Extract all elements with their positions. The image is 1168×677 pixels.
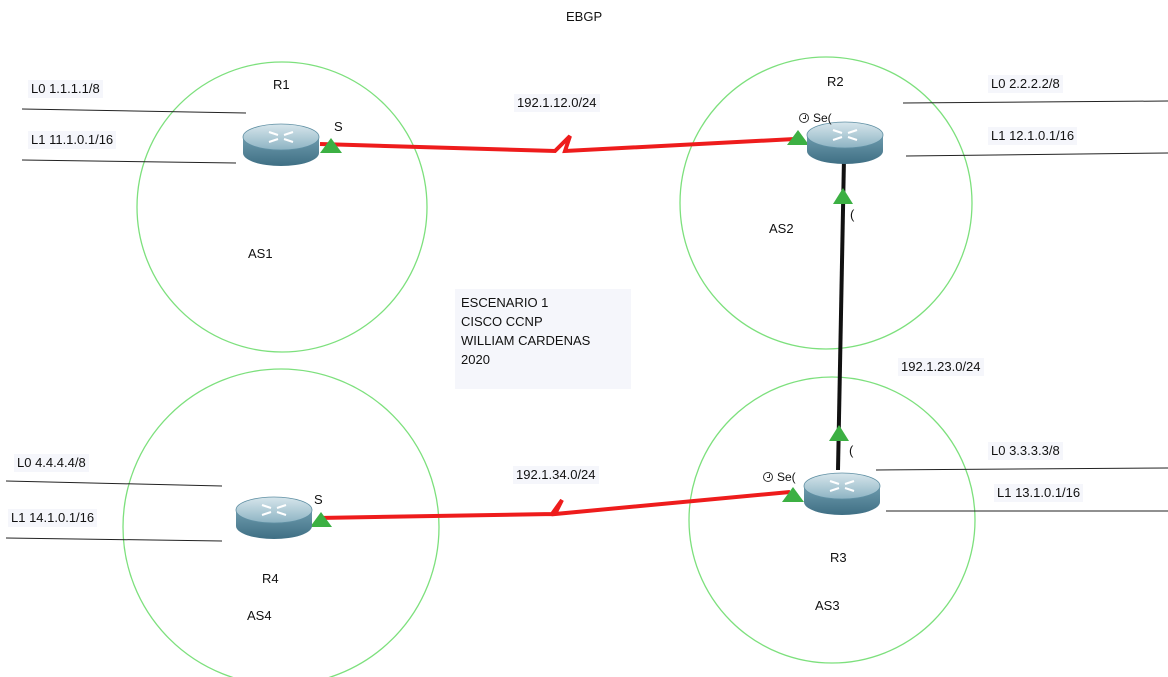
r2-name: R2 [827, 74, 844, 89]
r3-l1-label: L1 13.1.0.1/16 [994, 484, 1084, 502]
r2-l0-label: L0 2.2.2.2/8 [988, 75, 1063, 93]
r4-l0-label: L0 4.4.4.4/8 [14, 454, 89, 472]
as2-boundary [679, 56, 973, 350]
as1-boundary [136, 61, 428, 353]
link-r2-r3[interactable] [836, 157, 846, 471]
router-r3-icon[interactable] [803, 472, 881, 516]
as4-boundary [122, 368, 440, 677]
r1-l0-line [21, 108, 247, 114]
router-r4-icon[interactable] [235, 496, 313, 540]
r2-l0-line [902, 100, 1168, 104]
r3-l0-label: L0 3.3.3.3/8 [988, 442, 1063, 460]
as3-label: AS3 [815, 598, 840, 613]
r2-eth-port-label: ( [850, 207, 855, 222]
note-line-3: WILLIAM CARDENAS [461, 333, 591, 348]
note-line-2: CISCO CCNP [461, 314, 543, 329]
r1-l1-label: L1 11.1.0.1/16 [28, 131, 117, 149]
link-r2-r3-subnet: 192.1.23.0/24 [898, 358, 984, 376]
r3-name: R3 [830, 550, 847, 565]
r2-l1-line [905, 152, 1168, 157]
r1-port-up-icon [320, 138, 342, 153]
r2-serial-port-label: Se( [799, 111, 832, 125]
clock-icon [799, 113, 809, 123]
link-r1-r2[interactable] [319, 134, 796, 154]
r3-l0-line [875, 467, 1168, 471]
router-r1-icon[interactable] [242, 123, 320, 167]
r4-l1-label: L1 14.1.0.1/16 [8, 509, 98, 527]
r3-eth-port-up-icon [829, 425, 849, 441]
note-line-1: ESCENARIO 1 [461, 295, 549, 310]
r4-l0-line [5, 480, 223, 487]
r1-port-label: S [334, 119, 343, 134]
r1-l1-line [21, 159, 237, 164]
r3-serial-port-label: Se( [763, 470, 796, 484]
r4-name: R4 [262, 571, 279, 586]
note-line-4: 2020 [461, 352, 490, 367]
r3-eth-port-label: ( [849, 443, 854, 458]
r1-l0-label: L0 1.1.1.1/8 [28, 80, 103, 98]
r4-l1-line [5, 537, 223, 542]
as2-label: AS2 [769, 221, 794, 236]
link-r3-r4[interactable] [317, 490, 791, 520]
router-r2-icon[interactable] [806, 121, 884, 165]
link-r1-r2-subnet: 192.1.12.0/24 [514, 94, 600, 112]
r2-eth-port-up-icon [833, 188, 853, 204]
scenario-note: ESCENARIO 1 CISCO CCNP WILLIAM CARDENAS … [455, 289, 631, 389]
r1-name: R1 [273, 77, 290, 92]
as4-label: AS4 [247, 608, 272, 623]
r2-l1-label: L1 12.1.0.1/16 [988, 127, 1078, 145]
as1-label: AS1 [248, 246, 273, 261]
clock-icon [763, 472, 773, 482]
as3-boundary [688, 376, 976, 664]
r2-port-up-icon [787, 130, 809, 145]
link-r3-r4-subnet: 192.1.34.0/24 [513, 466, 599, 484]
r4-port-label: S [314, 492, 323, 507]
r3-port-up-icon [782, 487, 804, 502]
r4-port-up-icon [310, 512, 332, 527]
diagram-title: EBGP [566, 9, 603, 24]
